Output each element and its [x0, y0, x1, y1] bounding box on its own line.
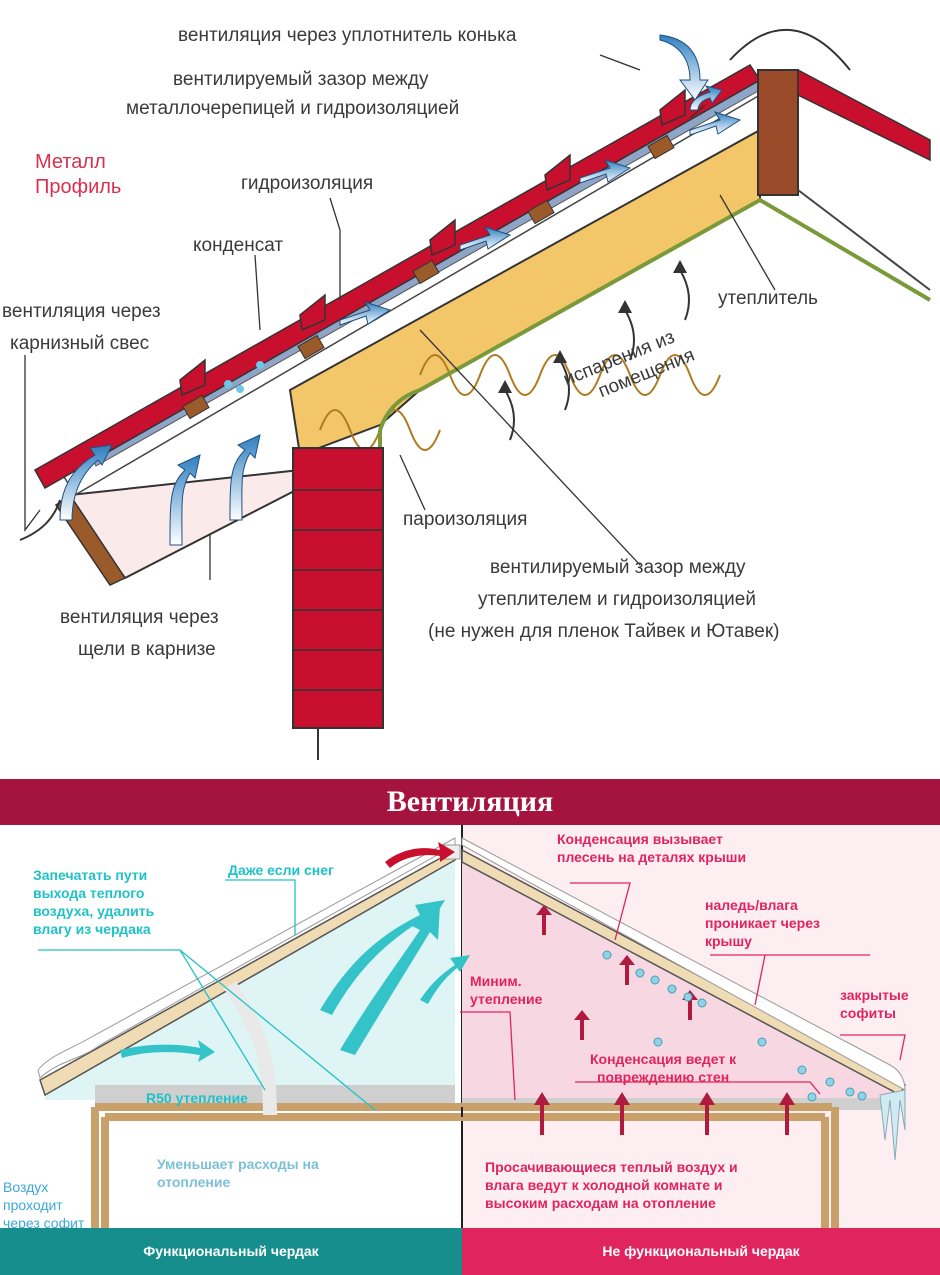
label-air-3: через софит — [3, 1215, 85, 1231]
brand-line-2: Профиль — [35, 176, 122, 198]
brick-wall — [292, 447, 384, 729]
label-ice: наледь/влага проникает через крышу — [705, 896, 820, 950]
house-outline — [91, 1103, 839, 1228]
label-min-insulation: Миним. утепление — [470, 972, 542, 1008]
brand-name: Металл Профиль — [35, 150, 121, 200]
evaporation-arrows — [504, 269, 690, 441]
label-gap-insul-1: вентилируемый зазор между — [490, 557, 746, 578]
label-cond-walls-1: Конденсация ведет к — [590, 1051, 737, 1067]
label-seal-4: влагу из чердака — [33, 921, 151, 937]
label-cond-mold: Конденсация вызывает плесень на деталях … — [557, 830, 746, 866]
label-gap-insul-2: утеплителем и гидроизоляцией — [478, 589, 756, 610]
label-min-2: утепление — [470, 991, 543, 1007]
left-roof-edge — [39, 848, 456, 1097]
condensate-drops — [224, 361, 264, 393]
ventilation-banner: Вентиляция — [0, 779, 940, 825]
moisture-drops — [602, 950, 867, 1102]
label-closed-1: закрытые — [840, 987, 909, 1003]
label-gap-metal-1: вентилируемый зазор между — [173, 69, 429, 90]
label-seal-1: Запечатать пути — [33, 867, 148, 883]
label-ice-1: наледь/влага — [705, 897, 798, 913]
label-closed-soffits: закрытые софиты — [840, 986, 909, 1022]
label-slot-vent-1: вентиляция через — [60, 607, 219, 628]
label-seal-2: выхода теплого — [33, 885, 145, 901]
fascia-board — [54, 493, 127, 586]
battens — [182, 134, 675, 420]
label-condensate: конденсат — [193, 235, 284, 256]
warm-air-arrows — [534, 905, 795, 1135]
label-seal-3: воздуха, удалить — [33, 903, 155, 919]
label-cond-mold-1: Конденсация вызывает — [557, 831, 723, 847]
label-r50: R50 утепление — [146, 1090, 248, 1106]
label-air-2: проходит — [3, 1197, 63, 1213]
label-air-1: Воздух — [3, 1179, 49, 1195]
brand-line-1: Металл — [35, 151, 106, 173]
label-reduces-cost: Уменьшает расходы на отопление — [157, 1155, 319, 1191]
ridge-cap — [729, 28, 851, 71]
ridge-beam — [757, 69, 799, 196]
label-insulation: утеплитель — [718, 288, 818, 309]
label-leak: Просачивающиеся теплый воздух и влага ве… — [485, 1158, 738, 1212]
label-reduces-2: отопление — [157, 1174, 231, 1190]
label-eave-vent-2: карнизный свес — [10, 333, 150, 354]
footer-functional-attic: Функциональный чердак — [0, 1228, 462, 1275]
label-ice-2: проникает через — [705, 915, 820, 931]
label-snow: Даже если снег — [228, 862, 334, 878]
airflow-arrows — [120, 900, 470, 1062]
label-cond-mold-2: плесень на деталях крыши — [557, 849, 747, 865]
snow-left — [37, 837, 456, 1079]
icicles — [879, 1089, 906, 1161]
label-air-soffit: Воздух проходит через софит — [3, 1178, 84, 1232]
label-leak-2: влага ведут к холодной комнате и — [485, 1177, 723, 1193]
right-roof — [797, 68, 931, 162]
roof-steps — [179, 88, 686, 397]
label-reduces-1: Уменьшает расходы на — [157, 1156, 319, 1172]
label-cond-walls: Конденсация ведет к повреждению стен — [590, 1050, 736, 1086]
footer-nonfunctional-attic: Не функциональный чердак — [462, 1228, 940, 1275]
label-seal: Запечатать пути выхода теплого воздуха, … — [33, 866, 154, 938]
label-gap-insul-3: (не нужен для пленок Тайвек и Ютавек) — [428, 621, 780, 642]
label-min-1: Миним. — [470, 973, 522, 989]
label-vapor-barrier: пароизоляция — [403, 509, 528, 530]
leader-lines — [24, 54, 776, 580]
label-slot-vent-2: щели в карнизе — [78, 639, 216, 660]
label-gap-metal-2: металлочерепицей и гидроизоляцией — [126, 98, 460, 119]
label-ridge-vent: вентиляция через уплотнитель конька — [178, 25, 517, 46]
label-ice-3: крышу — [705, 933, 752, 949]
label-waterproofing: гидроизоляция — [241, 173, 374, 194]
roof-section-drawing — [19, 28, 932, 760]
ventilation-arrows — [59, 34, 742, 546]
vapor-barrier-line — [378, 197, 932, 431]
label-leak-3: высоким расходам на отопление — [485, 1195, 716, 1211]
label-cond-walls-2: повреждению стен — [596, 1069, 730, 1085]
label-eave-vent-1: вентиляция через — [2, 301, 161, 322]
label-closed-2: софиты — [840, 1005, 897, 1021]
label-leak-1: Просачивающиеся теплый воздух и — [485, 1159, 738, 1175]
